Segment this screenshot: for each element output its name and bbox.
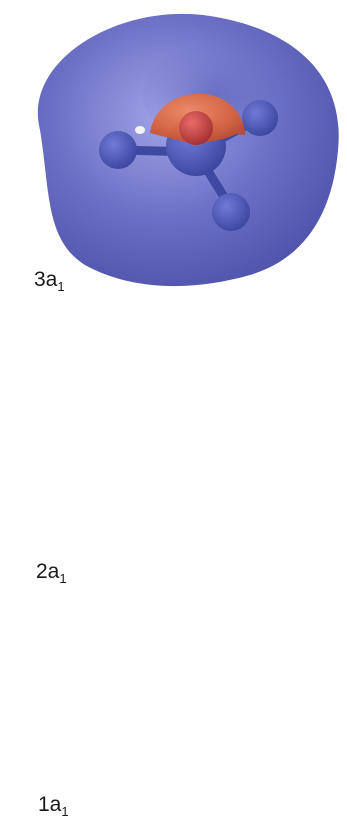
orbital-label-2a1: 2a1 [36, 560, 67, 586]
hydrogen-atom [212, 193, 250, 231]
hydrogen-atom [99, 131, 137, 169]
orbital-label-3a1: 3a1 [34, 268, 65, 294]
orbital-label-1a1: 1a1 [38, 793, 69, 819]
hydrogen-atom [242, 100, 278, 136]
orbital-3a1 [38, 14, 339, 286]
